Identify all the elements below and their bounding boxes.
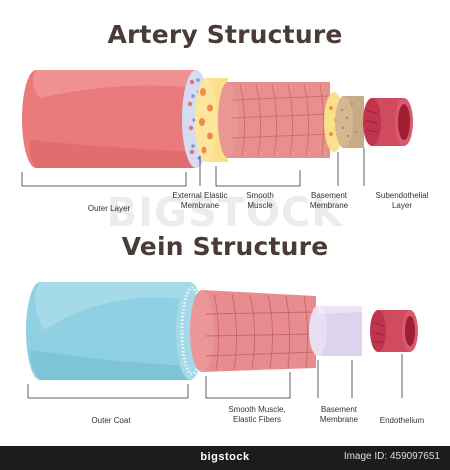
vein-basement-membrane xyxy=(318,306,362,356)
footer-image-id: Image ID: 459097651 xyxy=(343,451,440,462)
artery-lumen-wall xyxy=(372,98,404,146)
artery-label-basement: Basement Membrane xyxy=(309,191,349,210)
artery-illustration xyxy=(21,70,413,187)
vein-leader-lines xyxy=(27,354,403,399)
vein-label-outer-coat: Outer Coat xyxy=(91,416,131,425)
vein-illustration xyxy=(26,282,418,399)
artery-smooth-muscle xyxy=(228,82,330,158)
artery-label-outer-layer: Outer Layer xyxy=(87,204,131,213)
vein-title: Vein Structure xyxy=(121,232,329,261)
watermark: BIGSTOCK xyxy=(106,190,344,236)
artery-title: Artery Structure xyxy=(107,20,343,49)
artery-label-subendothelial: Subendothelial Layer xyxy=(375,191,429,210)
artery-label-smooth-muscle: Smooth Muscle xyxy=(246,191,274,210)
footer-bar: bigstock Image ID: 459097651 xyxy=(0,446,450,470)
artery-leader-lines xyxy=(21,148,365,187)
vein-label-endothelium: Endothelium xyxy=(379,416,425,425)
vein-label-basement: Basement Membrane xyxy=(319,405,359,424)
footer-brand: bigstock xyxy=(200,451,250,463)
vein-smooth-muscle xyxy=(202,290,316,372)
artery-label-external-elastic: External Elastic Membrane xyxy=(172,191,228,210)
vein-label-smooth-elastic: Smooth Muscle, Elastic Fibers xyxy=(228,405,286,424)
vessel-diagram xyxy=(21,70,418,399)
vein-endothelium xyxy=(378,310,410,352)
